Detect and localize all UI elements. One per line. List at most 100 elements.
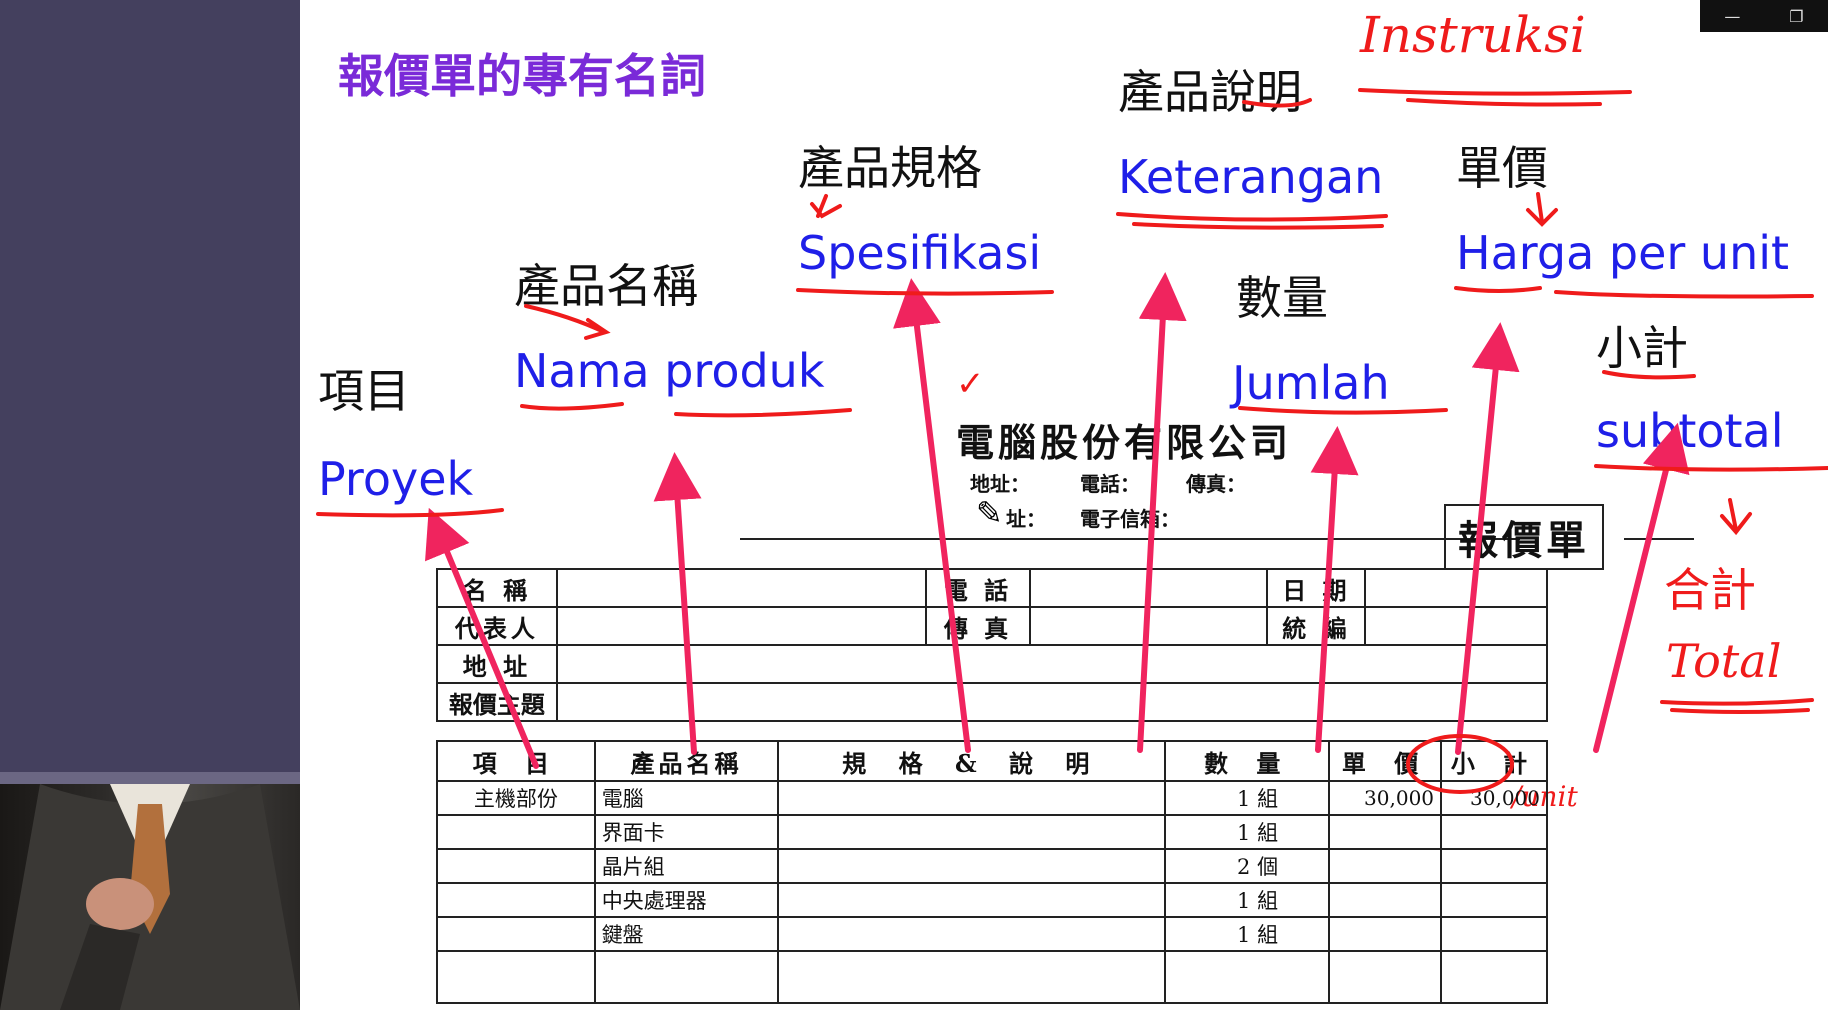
form-label-tax: 統 編	[1266, 606, 1367, 646]
underline-name-en-1	[520, 402, 624, 411]
term-qty-zh: 數量	[1236, 271, 1328, 325]
form-field-phone[interactable]	[1028, 568, 1269, 608]
cell-price	[1328, 814, 1443, 850]
fax-label: 傳真：	[1186, 472, 1246, 496]
cell-price: 30,000	[1328, 780, 1443, 816]
column-header-qty: 數 量	[1164, 740, 1331, 782]
cell-qty: 2 個	[1164, 848, 1331, 884]
cell-spec	[777, 848, 1167, 884]
term-qty-en: Jumlah	[1232, 356, 1390, 410]
slide-title: 報價單的專有名詞	[338, 49, 706, 103]
cell-subtotal	[1440, 950, 1548, 1004]
form-field-rep[interactable]	[555, 606, 928, 646]
website-label: 址：	[1006, 507, 1046, 531]
form-field-date[interactable]	[1364, 568, 1548, 608]
handwriting-total-en: Total	[1666, 634, 1782, 688]
handwriting-instruksi: Instruksi	[1360, 6, 1586, 64]
term-name-zh: 產品名稱	[514, 259, 698, 313]
underline-subtotal-en	[1594, 464, 1828, 472]
cell-spec	[777, 780, 1167, 816]
underline-total-en	[1660, 698, 1814, 706]
sidebar-divider	[0, 772, 300, 784]
cell-qty	[1164, 950, 1331, 1004]
cell-name	[593, 950, 780, 1004]
underline-desc-en-2	[1132, 222, 1384, 230]
underline-total-en-2	[1670, 708, 1810, 714]
cell-item	[436, 814, 596, 850]
cell-subtotal	[1440, 916, 1548, 952]
term-project-en: Proyek	[318, 452, 474, 506]
handwriting-total-zh: 合計	[1664, 563, 1756, 617]
form-label-address: 地 址	[436, 644, 558, 684]
quote-info-form: 名 稱 電 話 日 期 代表人 傳 真 統 編 地 址 報價主題	[436, 568, 1549, 722]
cell-name: 晶片組	[593, 848, 780, 884]
header-divider-line-right	[1624, 538, 1694, 540]
table-row: 晶片組 2 個	[436, 848, 1548, 884]
term-spec-en: Spesifikasi	[798, 226, 1042, 280]
underline-project-en	[316, 508, 504, 518]
underline-instruksi-1	[1358, 88, 1632, 96]
underline-price-en-1	[1454, 286, 1542, 293]
cell-subtotal	[1440, 814, 1548, 850]
column-header-name: 產品名稱	[593, 740, 780, 782]
term-price-en: Harga per unit	[1456, 226, 1790, 280]
handwriting-checkmark: ✓	[956, 364, 985, 404]
cell-qty: 1 組	[1164, 780, 1331, 816]
restore-icon[interactable]: ❐	[1789, 6, 1804, 26]
column-header-price: 單 價	[1328, 740, 1443, 782]
form-label-phone: 電 話	[925, 568, 1031, 608]
form-label-rep: 代表人	[436, 606, 558, 646]
form-label-name: 名 稱	[436, 568, 558, 608]
table-row: 中央處理器 1 組	[436, 882, 1548, 918]
form-label-date: 日 期	[1266, 568, 1367, 608]
form-field-tax[interactable]	[1364, 606, 1548, 646]
quote-title-box: 報價單	[1444, 504, 1604, 570]
table-row: 主機部份 電腦 1 組 30,000 30,000	[436, 780, 1548, 816]
presenter-video-thumbnail	[0, 784, 300, 1010]
cell-spec	[777, 882, 1167, 918]
underline-instruksi-2	[1406, 98, 1602, 107]
handwritten-arrow-spec-icon	[810, 194, 842, 219]
minimize-icon[interactable]: —	[1724, 6, 1741, 26]
cell-item	[436, 950, 596, 1004]
underline-spec-en	[796, 288, 1054, 296]
form-label-fax: 傳 真	[925, 606, 1031, 646]
form-field-fax[interactable]	[1028, 606, 1269, 646]
form-field-subject[interactable]	[555, 682, 1549, 722]
cell-spec	[777, 814, 1167, 850]
form-field-address[interactable]	[555, 644, 1549, 684]
pencil-cursor-icon: ✎	[976, 494, 1003, 532]
email-label: 電子信箱：	[1080, 507, 1180, 531]
term-subtotal-en: subtotal	[1596, 404, 1784, 458]
cell-item: 主機部份	[436, 780, 596, 816]
cell-subtotal: 30,000	[1440, 780, 1548, 816]
form-field-name[interactable]	[555, 568, 928, 608]
cell-name: 電腦	[593, 780, 780, 816]
handwritten-arrow-price-icon	[1526, 192, 1558, 227]
term-desc-en: Keterangan	[1118, 150, 1384, 204]
term-project-zh: 項目	[318, 364, 410, 418]
cell-item	[436, 848, 596, 884]
company-name: 電腦股份有限公司	[956, 420, 1293, 465]
column-header-spec: 規 格 & 說 明	[777, 740, 1167, 782]
phone-label: 電話：	[1080, 472, 1140, 496]
cell-qty: 1 組	[1164, 814, 1331, 850]
cell-item	[436, 882, 596, 918]
cell-item	[436, 916, 596, 952]
cell-price	[1328, 882, 1443, 918]
slide-canvas: 報價單的專有名詞 項目 Proyek 產品名稱 Nama produk 產品規格…	[300, 0, 1828, 1010]
cell-price	[1328, 950, 1443, 1004]
cell-subtotal	[1440, 848, 1548, 884]
table-row: 鍵盤 1 組	[436, 916, 1548, 952]
cell-name: 界面卡	[593, 814, 780, 850]
cell-qty: 1 組	[1164, 916, 1331, 952]
cell-spec	[777, 950, 1167, 1004]
column-header-item: 項 目	[436, 740, 596, 782]
cell-qty: 1 組	[1164, 882, 1331, 918]
table-row: 界面卡 1 組	[436, 814, 1548, 850]
underline-price-en-2	[1554, 290, 1814, 299]
cell-price	[1328, 848, 1443, 884]
quote-items-table: 項 目 產品名稱 規 格 & 說 明 數 量 單 價 小 計 主機部份 電腦 1…	[436, 740, 1548, 1004]
cell-price	[1328, 916, 1443, 952]
address-label: 地址：	[970, 472, 1030, 496]
